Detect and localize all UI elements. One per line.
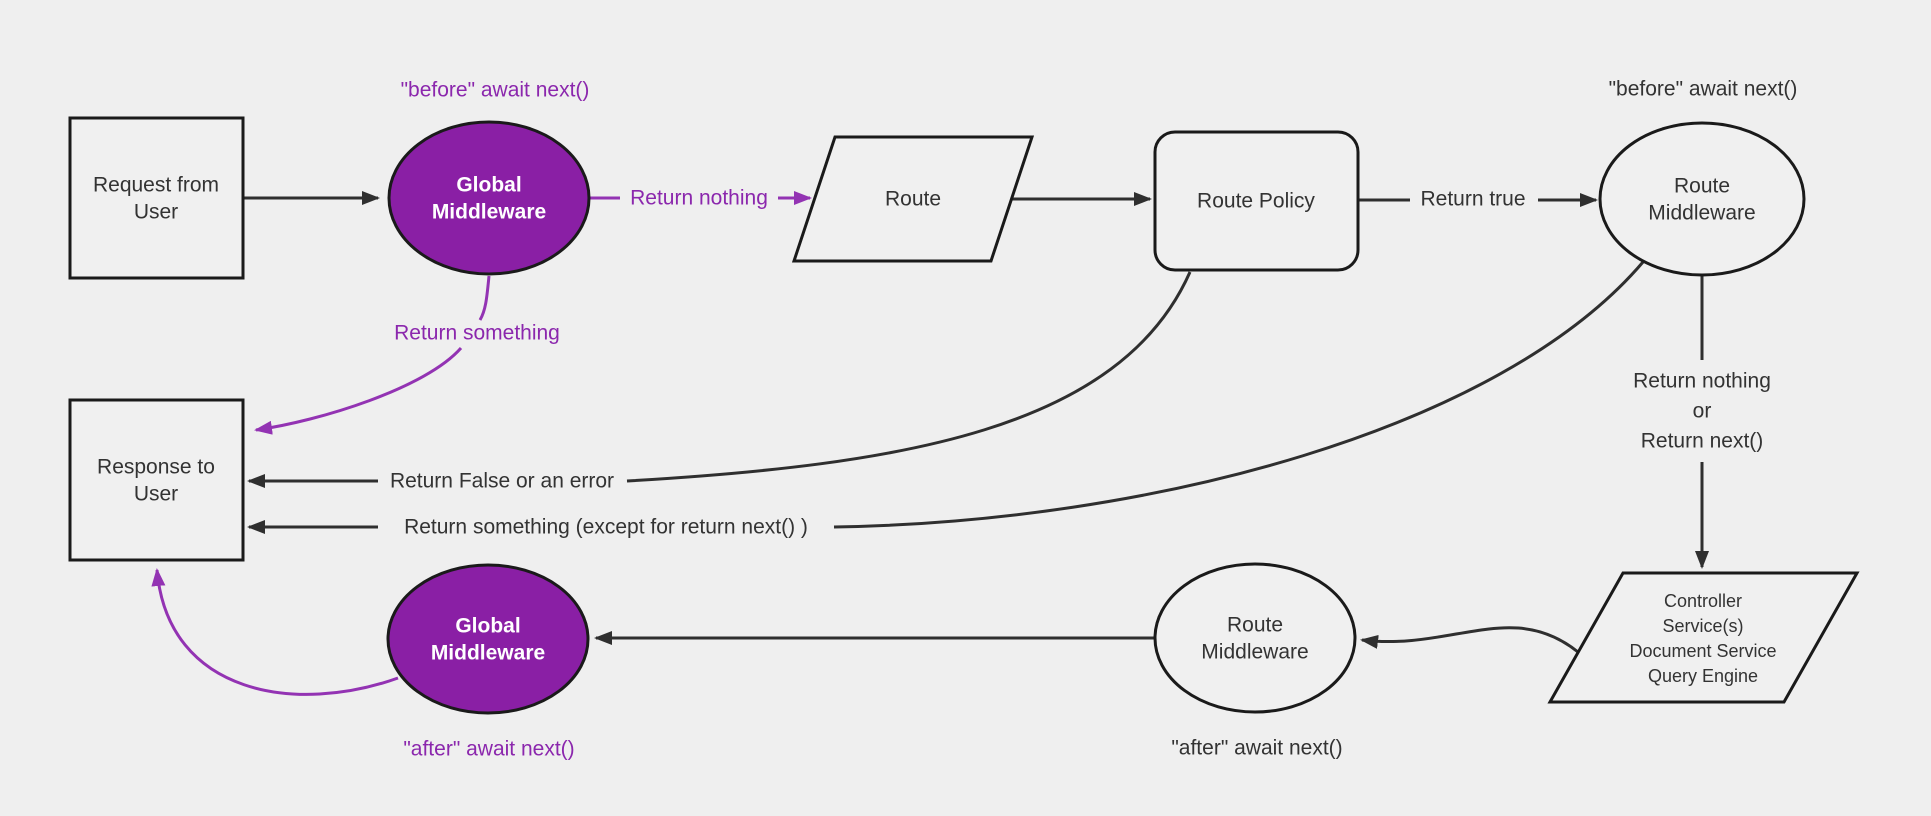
labels: "before" await next() "before" await nex… [390, 78, 1797, 761]
node-controller-line4: Query Engine [1648, 666, 1758, 686]
edge-global-bottom-to-response [151, 568, 399, 696]
node-controller-line3: Document Service [1629, 641, 1776, 661]
label-return-false-or-error: Return False or an error [390, 470, 614, 493]
node-request-line2: User [134, 201, 178, 224]
label-return-nothing-or-line1: Return nothing [1633, 370, 1771, 393]
node-response-line1: Response to [97, 456, 215, 479]
label-return-nothing-or-line2: or [1693, 400, 1712, 423]
node-route [791, 135, 1035, 263]
label-return-nothing: Return nothing [630, 187, 768, 210]
label-before-await-next-global: "before" await next() [401, 79, 590, 102]
label-before-await-next-route: "before" await next() [1609, 78, 1798, 101]
node-global-middleware-top [387, 120, 591, 276]
node-route-label: Route [885, 188, 941, 211]
node-request-from-user [68, 116, 245, 280]
node-route-middleware-bottom [1153, 562, 1357, 714]
node-route-middleware-bottom-line2: Middleware [1201, 641, 1308, 664]
label-after-await-next-route: "after" await next() [1171, 737, 1342, 760]
label-return-something: Return something [394, 322, 560, 345]
node-global-middleware-top-line2: Middleware [432, 201, 546, 224]
label-return-true: Return true [1420, 188, 1525, 211]
node-controller-line2: Service(s) [1662, 616, 1743, 636]
edge-global-to-response-segment-a [478, 275, 491, 321]
node-response-line2: User [134, 483, 178, 506]
node-response-to-user [68, 398, 245, 562]
node-global-middleware-bottom-line2: Middleware [431, 642, 545, 665]
node-route-middleware-top-line1: Route [1674, 175, 1730, 198]
node-route-middleware-top [1598, 121, 1806, 277]
node-global-middleware-bottom-line1: Global [455, 615, 520, 638]
label-return-something-except: Return something (except for return next… [404, 516, 808, 539]
node-global-middleware-bottom [386, 563, 590, 715]
nodes: Request from User Global Middleware Rout… [68, 116, 1860, 715]
node-global-middleware-top-line1: Global [456, 174, 521, 197]
node-route-middleware-bottom-line1: Route [1227, 614, 1283, 637]
node-route-policy-label: Route Policy [1197, 190, 1315, 213]
node-route-middleware-top-line2: Middleware [1648, 202, 1755, 225]
node-controller-line1: Controller [1664, 591, 1742, 611]
edges [151, 191, 1709, 696]
node-request-line1: Request from [93, 174, 219, 197]
edge-controller-to-route-middleware-bottom [1360, 626, 1579, 654]
node-controller-services [1547, 571, 1860, 704]
edge-route-middleware-to-response-curve [833, 261, 1645, 529]
label-after-await-next-global: "after" await next() [403, 738, 574, 761]
edge-policy-to-response-curve [626, 271, 1192, 483]
label-return-nothing-or-line3: Return next() [1641, 430, 1764, 453]
node-route-policy [1153, 130, 1360, 272]
edge-global-to-response-segment-b [254, 347, 463, 435]
